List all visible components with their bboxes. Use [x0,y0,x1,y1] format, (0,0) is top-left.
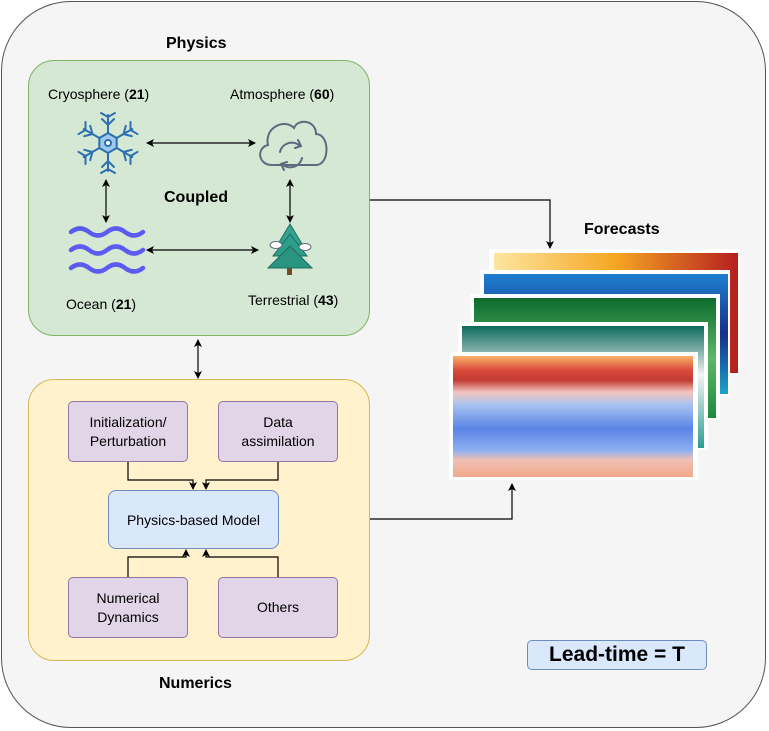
forecasts-title: Forecasts [584,221,660,238]
physics-box [28,60,370,336]
physics-forecasts-arrow [370,199,554,249]
waves-icon [68,226,146,274]
data-line1: Data [263,413,293,430]
ocean-label: Ocean (21) [66,296,137,312]
data-model-arrow [202,462,279,490]
numdyn-model-arrow [127,549,190,577]
data-assimilation-box: Data assimilation [218,401,338,462]
numerics-forecasts-arrow [370,483,516,520]
forecast-map-stack [449,249,740,480]
pine-tree-icon [266,223,314,275]
numdyn-line1: Numerical [96,589,160,606]
terrestrial-label: Terrestrial (43) [248,292,339,308]
init-line1: Initialization/ [89,413,167,430]
snowflake-icon [77,112,139,174]
lead-time-badge: Lead-time = T [527,640,707,670]
data-line2: assimilation [241,432,315,449]
init-model-arrow [127,462,197,490]
cloud-sync-icon [259,120,328,171]
physics-title: Physics [166,35,227,52]
physics-model-box: Physics-based Model [108,490,279,549]
numdyn-line2: Dynamics [97,608,159,625]
others-box: Others [218,577,338,638]
forecast-map-main [453,356,693,477]
numerics-title: Numerics [159,675,232,692]
init-line2: Perturbation [89,432,167,449]
coupled-label: Coupled [164,189,228,206]
atmosphere-label: Atmosphere (60) [230,86,335,102]
others-model-arrow [202,549,279,577]
cryosphere-label: Cryosphere (21) [48,86,150,102]
initialization-box: Initialization/Perturbation [68,401,188,462]
